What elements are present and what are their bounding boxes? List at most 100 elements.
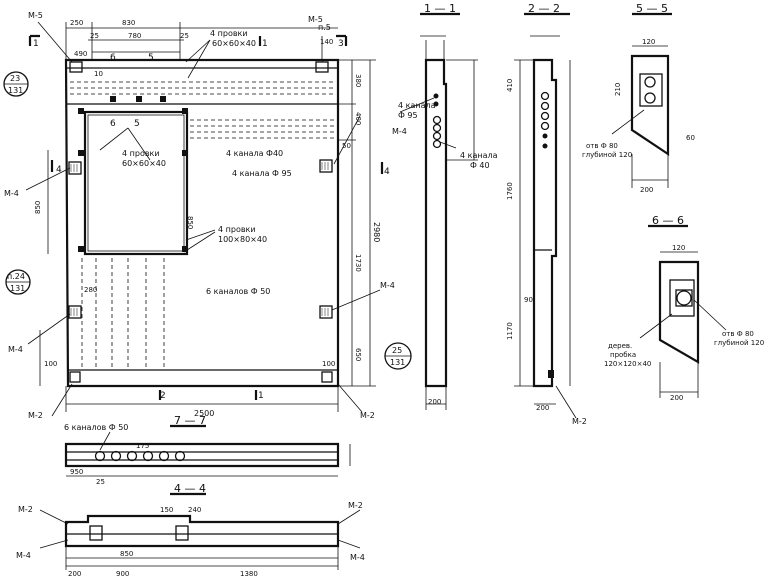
dim-850: 850 [34, 201, 42, 214]
dim-150: 150 [160, 506, 173, 514]
dim-1170: 1170 [506, 322, 514, 340]
cut-4-right: 4 [384, 167, 390, 177]
section-title-6-6: 6 — 6 [652, 214, 684, 227]
note-provki-window: 4 провки [122, 149, 160, 158]
dim-120-66: 120 [672, 244, 685, 252]
dim-850-44: 850 [120, 550, 133, 558]
dim-200-44: 200 [68, 570, 81, 578]
dim-1730: 1730 [354, 254, 362, 272]
callout-23: 23 [10, 74, 20, 83]
note-section-channels-95-d: Ф 95 [398, 111, 418, 120]
dim-25-77: 25 [96, 478, 105, 486]
embed-m4-left-top [68, 161, 82, 175]
cut-1-top: 1 [262, 39, 268, 49]
note-hole-6-6-depth: глубиной 120 [714, 339, 764, 347]
cut-1-left: 1 [33, 39, 39, 49]
dim-200-66: 200 [670, 394, 683, 402]
mark-m4-44-right: М-4 [350, 553, 365, 562]
callout-25: 25 [392, 346, 402, 355]
note-channels-50-section: 6 каналов Ф 50 [64, 423, 128, 432]
note-section-channels-95: 4 канала [398, 101, 436, 110]
mark-m4-left: М-4 [4, 189, 19, 198]
cut-6-window: 6 [110, 119, 116, 129]
dim-10: 10 [94, 70, 103, 78]
note-provki-mid-size: 100×80×40 [218, 235, 267, 244]
note-hole-6-6: отв Ф 80 [722, 330, 754, 338]
section-title-4-4: 4 — 4 [174, 482, 206, 495]
dim-100: 100 [44, 360, 57, 368]
section-6-6 [639, 224, 727, 398]
dim-90: 90 [524, 296, 533, 304]
note-wood-plug-2: пробка [610, 351, 636, 359]
mark-p5: п.5 [318, 23, 331, 32]
cut-6-top: 6 [110, 53, 116, 63]
section-7-7 [64, 424, 351, 477]
dim-900: 900 [116, 570, 129, 578]
dim-950: 950 [70, 468, 83, 476]
note-channels-50: 6 каналов Ф 50 [206, 287, 270, 296]
section-title-5-5: 5 — 5 [636, 2, 668, 15]
window-opening [83, 110, 189, 256]
cut-4-left: 4 [56, 165, 62, 175]
dim-400: 400 [354, 112, 362, 125]
dim-280: 280 [84, 286, 97, 294]
mark-m4-right-top: М-4 [392, 127, 407, 136]
note-hole-5-5: отв Ф 80 [586, 142, 618, 150]
section-title-1-1: 1 — 1 [424, 2, 456, 15]
dim-2500: 2500 [194, 409, 214, 418]
dim-50: 50 [342, 142, 351, 150]
dim-1760: 1760 [506, 182, 514, 200]
note-section-channels-40: 4 канала [460, 151, 498, 160]
note-provki-mid: 4 провки [218, 225, 256, 234]
mark-m4-left-bottom: М-4 [8, 345, 23, 354]
callout-24-sheet: 131 [10, 284, 25, 293]
panel-front-view [3, 21, 412, 417]
dim-650: 650 [354, 348, 362, 361]
note-channels-95: 4 канала Ф 95 [232, 169, 292, 178]
mark-m2-44-left: М-2 [18, 505, 33, 514]
note-provki-window-size: 60×60×40 [122, 159, 166, 168]
note-provki-top: 4 провки [210, 29, 248, 38]
cut-3-right: 3 [338, 39, 344, 49]
dim-380: 380 [354, 74, 362, 87]
dim-140: 140 [320, 38, 333, 46]
cut-5-top: 5 [148, 53, 154, 63]
mark-m2-44-right: М-2 [348, 501, 363, 510]
dim-200: 200 [428, 398, 441, 406]
section-2-2 [514, 12, 577, 419]
note-hole-5-5-depth: глубиной 120 [582, 151, 632, 159]
dim-100b: 100 [322, 360, 335, 368]
note-wood-plug: дерев. [608, 342, 632, 350]
dim-120: 120 [642, 38, 655, 46]
callout-23-sheet: 131 [8, 86, 23, 95]
callout-24: п.24 [7, 272, 25, 281]
mark-m5-left: М-5 [28, 11, 43, 20]
dim-200-55: 200 [640, 186, 653, 194]
dim-490: 490 [74, 50, 87, 58]
section-5-5 [611, 12, 672, 188]
section-1-1 [399, 12, 478, 410]
dim-240: 240 [188, 506, 201, 514]
dim-175: 175 [136, 442, 149, 450]
dim-200b: 200 [536, 404, 549, 412]
mark-m4-right: М-4 [380, 281, 395, 290]
mark-m2-section: М-2 [572, 417, 587, 426]
dim-410: 410 [506, 79, 514, 92]
section-title-7-7: 7 — 7 [174, 414, 206, 427]
dim-2980: 2980 [372, 222, 381, 242]
dim-210: 210 [614, 83, 622, 96]
note-provki-top-size: 60×60×40 [212, 39, 256, 48]
cut-5-window: 5 [134, 119, 140, 129]
dim-25b: 25 [180, 32, 189, 40]
dim-1380: 1380 [240, 570, 258, 578]
dim-830: 830 [122, 19, 135, 27]
mark-m4-44-left: М-4 [16, 551, 31, 560]
mark-m5-right: М-5 [308, 15, 323, 24]
note-wood-plug-size: 120×120×40 [604, 360, 651, 368]
note-section-channels-40-d: Ф 40 [470, 161, 490, 170]
dim-850b: 850 [186, 216, 194, 229]
section-title-2-2: 2 — 2 [528, 2, 560, 15]
note-channels-40: 4 канала Ф40 [226, 149, 283, 158]
dim-250: 250 [70, 19, 83, 27]
